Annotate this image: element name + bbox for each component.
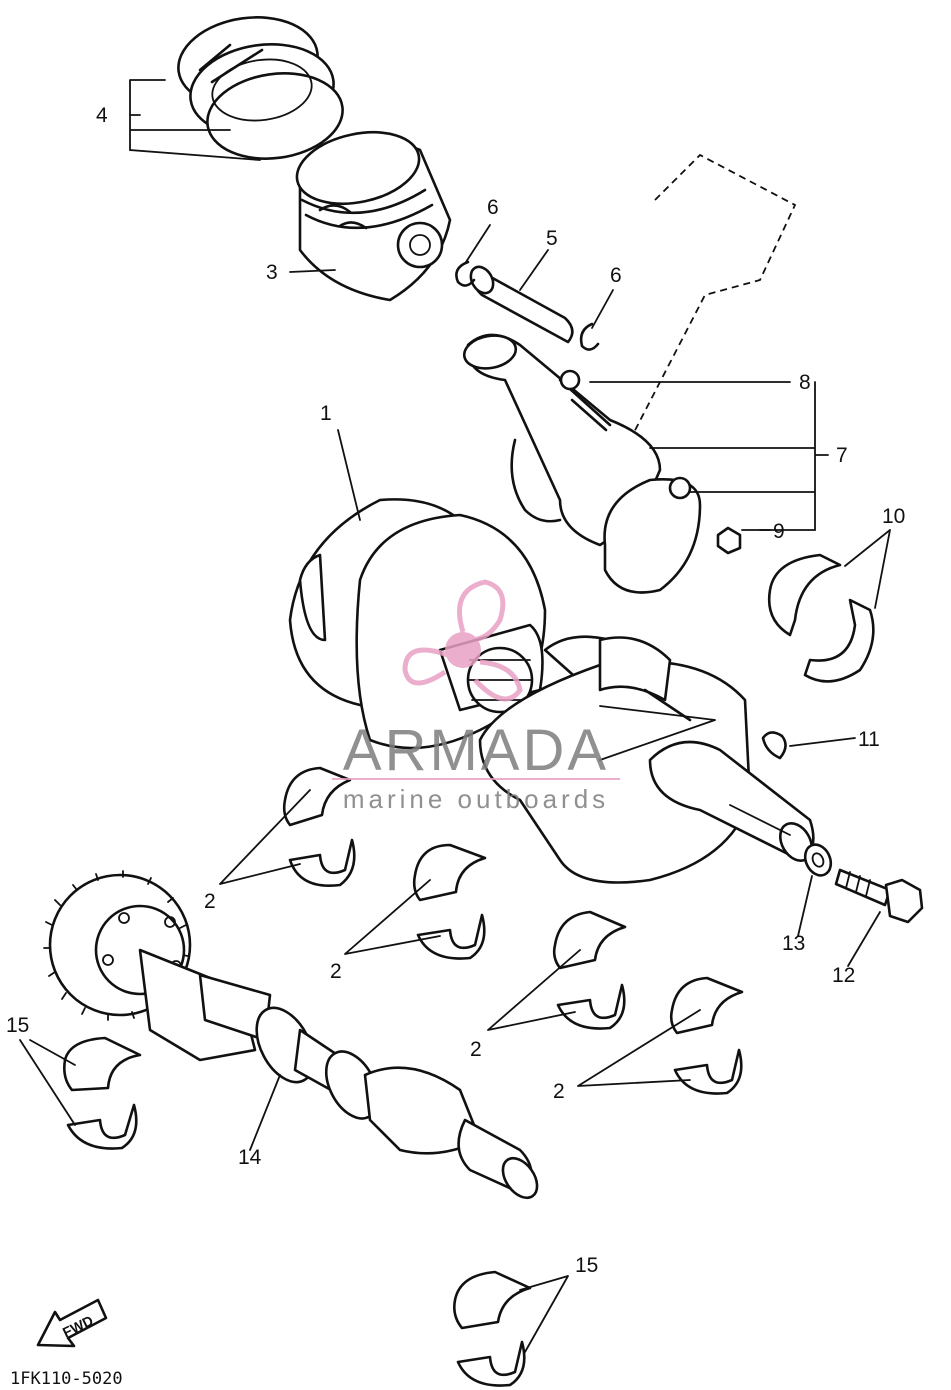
balancer-bearing-left: [63, 1036, 142, 1150]
balancer-bearing-bottom: [453, 1270, 532, 1387]
callout-3: 3: [266, 261, 278, 284]
connecting-rod: [462, 153, 797, 594]
crankshaft: [288, 498, 815, 884]
watermark-brand: ARMADA: [343, 718, 609, 783]
callout-4: 4: [96, 104, 108, 127]
callout-6-right: 6: [610, 264, 622, 287]
callout-numbers: 4 3 6 5 6 8 1 7 10 9 11 2 13 2 12 15 2 2…: [6, 104, 905, 1277]
callout-6-top: 6: [487, 196, 499, 219]
piston-pin: [469, 265, 574, 344]
callout-12: 12: [832, 964, 855, 987]
main-bearing-1: [282, 766, 356, 887]
callout-14: 14: [238, 1146, 262, 1169]
forward-arrow-icon: FWD: [36, 1298, 108, 1348]
callout-2-a: 2: [204, 890, 216, 913]
main-bearing-2: [412, 843, 487, 960]
callout-9: 9: [773, 520, 785, 543]
diagram-code: 1FK110-5020: [10, 1369, 123, 1389]
big-end-bearing: [767, 553, 875, 683]
watermark-tagline: marine outboards: [343, 784, 609, 814]
woodruff-key: [761, 731, 787, 760]
leader-lines: [19, 79, 891, 1353]
callout-15-left: 15: [6, 1014, 29, 1037]
callout-1: 1: [320, 402, 332, 425]
callout-10: 10: [882, 505, 905, 528]
washer: [803, 843, 833, 877]
piston-rings: [177, 16, 344, 160]
main-bearings: [282, 766, 744, 1095]
callout-2-b: 2: [330, 960, 342, 983]
circlip-right: [579, 322, 600, 351]
callout-7: 7: [836, 444, 848, 467]
callout-2-c: 2: [470, 1038, 482, 1061]
main-bearing-4: [669, 976, 744, 1095]
armada-logo-icon: [402, 579, 523, 702]
callout-11: 11: [858, 728, 880, 751]
armada-watermark: ARMADA marine outboards: [332, 579, 620, 814]
callout-15-bottom: 15: [575, 1254, 598, 1277]
main-bearing-3: [552, 910, 627, 1030]
piston: [295, 131, 452, 302]
callout-5: 5: [546, 227, 558, 250]
circlip-left: [455, 260, 476, 287]
callout-13: 13: [782, 932, 805, 955]
callout-8: 8: [799, 371, 811, 394]
balancer-shaft: [43, 870, 539, 1200]
callout-2-d: 2: [553, 1080, 565, 1103]
crankshaft-bolt: [834, 868, 924, 924]
